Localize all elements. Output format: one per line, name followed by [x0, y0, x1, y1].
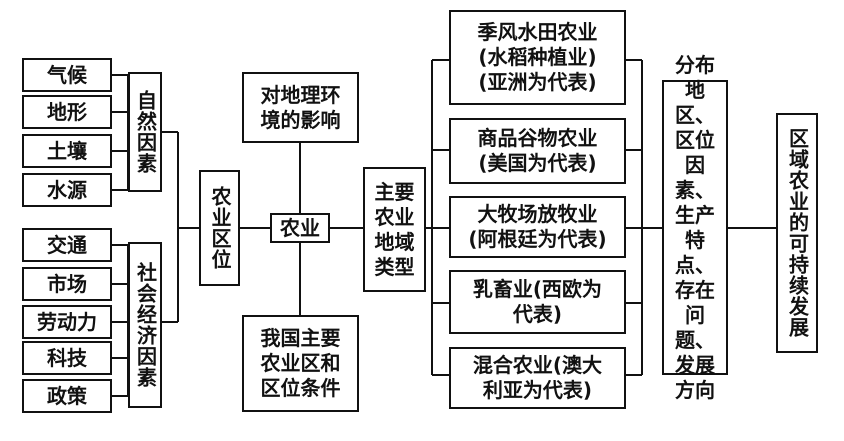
- aspects-box: 分布地区、区位因素、生产特点、存在问题、发展方向: [662, 53, 728, 402]
- type-monsoon-paddy: 季风水田农业 (水稻种植业) (亚洲为代表): [449, 10, 626, 105]
- type-mixed: 混合农业(澳大 利亚为代表): [449, 347, 626, 409]
- china-agricultural-regions-box: 我国主要农业区和区位条件: [242, 315, 359, 412]
- factor-labor: 劳动力: [22, 305, 112, 339]
- factor-technology: 科技: [22, 341, 112, 375]
- factor-soil: 土壤: [22, 134, 112, 168]
- factor-water: 水源: [22, 173, 112, 207]
- social-factors-label: 社会经济因素: [128, 242, 162, 408]
- factor-climate: 气候: [22, 58, 112, 92]
- type-commercial-grain: 商品谷物农业 (美国为代表): [449, 118, 626, 184]
- factor-transport: 交通: [22, 228, 112, 262]
- sustainable-development-box: 区域农业的可持续发展: [776, 113, 818, 353]
- environment-impact-box: 对地理环境的影响: [242, 72, 359, 143]
- factor-market: 市场: [22, 267, 112, 301]
- agricultural-location-box: 农业区位: [199, 170, 240, 286]
- factor-terrain: 地形: [22, 95, 112, 129]
- type-dairy: 乳畜业(西欧为 代表): [449, 270, 626, 334]
- natural-factors-label: 自然因素: [128, 72, 162, 192]
- main-agricultural-types-box: 主要农业地域类型: [363, 167, 426, 292]
- agriculture-center-box: 农业: [270, 213, 330, 243]
- factor-policy: 政策: [22, 379, 112, 413]
- type-large-ranching: 大牧场放牧业 (阿根廷为代表): [449, 196, 626, 258]
